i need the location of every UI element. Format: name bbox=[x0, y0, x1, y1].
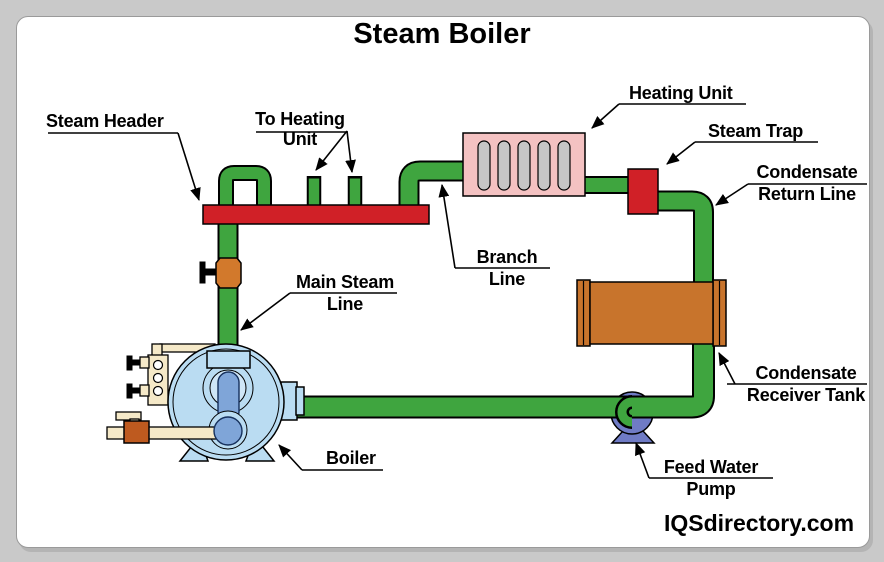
branch-line-arrow-icon bbox=[438, 183, 456, 269]
label-condensate-receiver-tank: Condensate Receiver Tank bbox=[740, 363, 872, 405]
condensate-return-arrow-icon bbox=[715, 183, 749, 206]
header-loop-pipe bbox=[218, 165, 272, 210]
main-steam-line-arrow-icon bbox=[240, 292, 291, 331]
to-heating-unit-arrow-1-icon bbox=[315, 130, 348, 171]
heating-unit-radiator bbox=[462, 132, 586, 197]
blowdown-valve bbox=[123, 420, 150, 444]
label-line1: Branch bbox=[476, 247, 538, 267]
label-line1: Main Steam bbox=[295, 272, 395, 292]
steam-header-arrow-icon bbox=[177, 132, 201, 202]
label-condensate-return-line: Condensate Return Line bbox=[745, 162, 869, 204]
condensate-receiver-arrow-icon bbox=[718, 352, 736, 385]
boiler-arrow-icon bbox=[278, 444, 303, 471]
label-text: Heating Unit bbox=[629, 83, 733, 103]
condensate-return-pipe bbox=[655, 190, 714, 284]
gauge-valve-top-icon bbox=[126, 355, 150, 371]
label-steam-trap: Steam Trap bbox=[708, 121, 803, 141]
gauge-valve-bottom-icon bbox=[126, 383, 150, 399]
boiler-top-hatch bbox=[206, 350, 251, 369]
label-to-heating-unit: To Heating Unit bbox=[252, 109, 348, 149]
label-line2: Receiver Tank bbox=[746, 385, 866, 405]
page-title: Steam Boiler bbox=[353, 18, 531, 50]
label-steam-header: Steam Header bbox=[46, 111, 164, 131]
label-line2: Line bbox=[488, 269, 526, 289]
blowdown-pipe bbox=[106, 411, 233, 444]
label-line1: To Heating bbox=[255, 109, 345, 129]
feed-water-pump-arrow-icon bbox=[635, 441, 650, 479]
steam-trap-arrow-icon bbox=[666, 141, 696, 165]
pump-volute-pipe bbox=[615, 395, 633, 429]
label-main-steam-line: Main Steam Line bbox=[291, 272, 399, 314]
label-line1: Condensate bbox=[755, 363, 857, 383]
label-line2: Pump bbox=[686, 479, 736, 499]
label-text: Boiler bbox=[326, 448, 376, 468]
label-line1: Condensate bbox=[756, 162, 858, 182]
label-underlines bbox=[48, 103, 867, 479]
steam-trap-block bbox=[627, 168, 659, 215]
watermark-text: IQSdirectory.com bbox=[664, 510, 855, 536]
label-branch-line: Branch Line bbox=[459, 247, 555, 289]
boiler-body bbox=[106, 343, 305, 462]
main-steam-valve bbox=[199, 257, 242, 289]
label-line1: Feed Water bbox=[663, 457, 759, 477]
steam-header-bar bbox=[202, 204, 430, 225]
label-line2: Unit bbox=[282, 129, 318, 149]
label-feed-water-pump: Feed Water Pump bbox=[653, 457, 769, 499]
label-line2: Return Line bbox=[758, 184, 856, 204]
label-text: Steam Trap bbox=[708, 121, 804, 141]
label-heating-unit: Heating Unit bbox=[629, 83, 733, 103]
condensate-receiver-tank-body bbox=[576, 279, 727, 347]
label-line2: Line bbox=[326, 294, 364, 314]
leader-arrows bbox=[177, 103, 749, 479]
to-heating-unit-arrow-2-icon bbox=[345, 130, 356, 174]
branch-line-pipe bbox=[398, 160, 467, 208]
label-text: Steam Header bbox=[46, 111, 164, 131]
heating-unit-arrow-icon bbox=[591, 103, 620, 129]
feed-water-line-pipe bbox=[292, 343, 715, 419]
label-boiler: Boiler bbox=[326, 448, 376, 468]
